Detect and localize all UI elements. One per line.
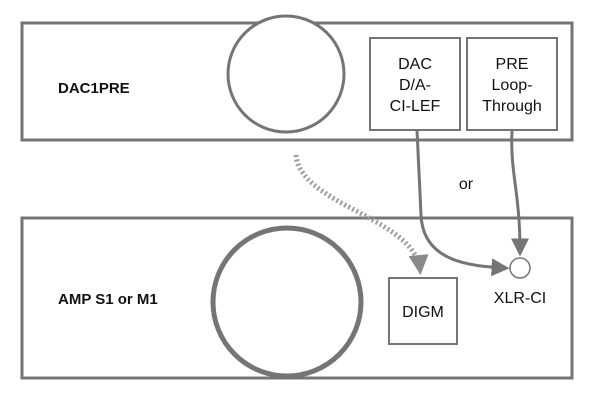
amp-label: AMP S1 or M1 (58, 291, 158, 308)
xlr-ci-connector-icon (509, 257, 531, 279)
pre-module-line-1: PRE (496, 56, 529, 73)
arrow-dac-to-xlr (415, 129, 510, 277)
digm-module-label: DIGM (402, 304, 444, 321)
dac-module-line-3: CI-LEF (390, 98, 441, 115)
pre-module-line-3: Through (482, 98, 542, 115)
amp-unit: AMP S1 or M1 DIGM XLR-CI (20, 216, 574, 380)
digm-module: DIGM (388, 277, 458, 345)
arrow-pre-to-xlr (510, 129, 529, 257)
pre-module: PRE Loop- Through (466, 37, 558, 131)
or-label: or (459, 176, 474, 193)
digm-module-box (388, 277, 458, 345)
dac-module-line-1: DAC (398, 56, 432, 73)
dac-module-box (369, 37, 461, 131)
dac-module: DAC D/A- CI-LEF (369, 37, 461, 131)
pre-module-line-2: Loop- (492, 77, 533, 94)
dac-module-line-2: D/A- (399, 77, 431, 94)
dotted-arrow-knob-to-digm (293, 154, 429, 275)
dac1pre-label: DAC1PRE (58, 80, 130, 97)
amp-volume-knob (210, 225, 364, 379)
dac1pre-volume-knob (226, 14, 346, 134)
xlr-ci-label: XLR-CI (494, 290, 546, 307)
dac1pre-unit: DAC1PRE DAC D/A- CI-LEF PRE Loop- Throug… (20, 14, 574, 142)
